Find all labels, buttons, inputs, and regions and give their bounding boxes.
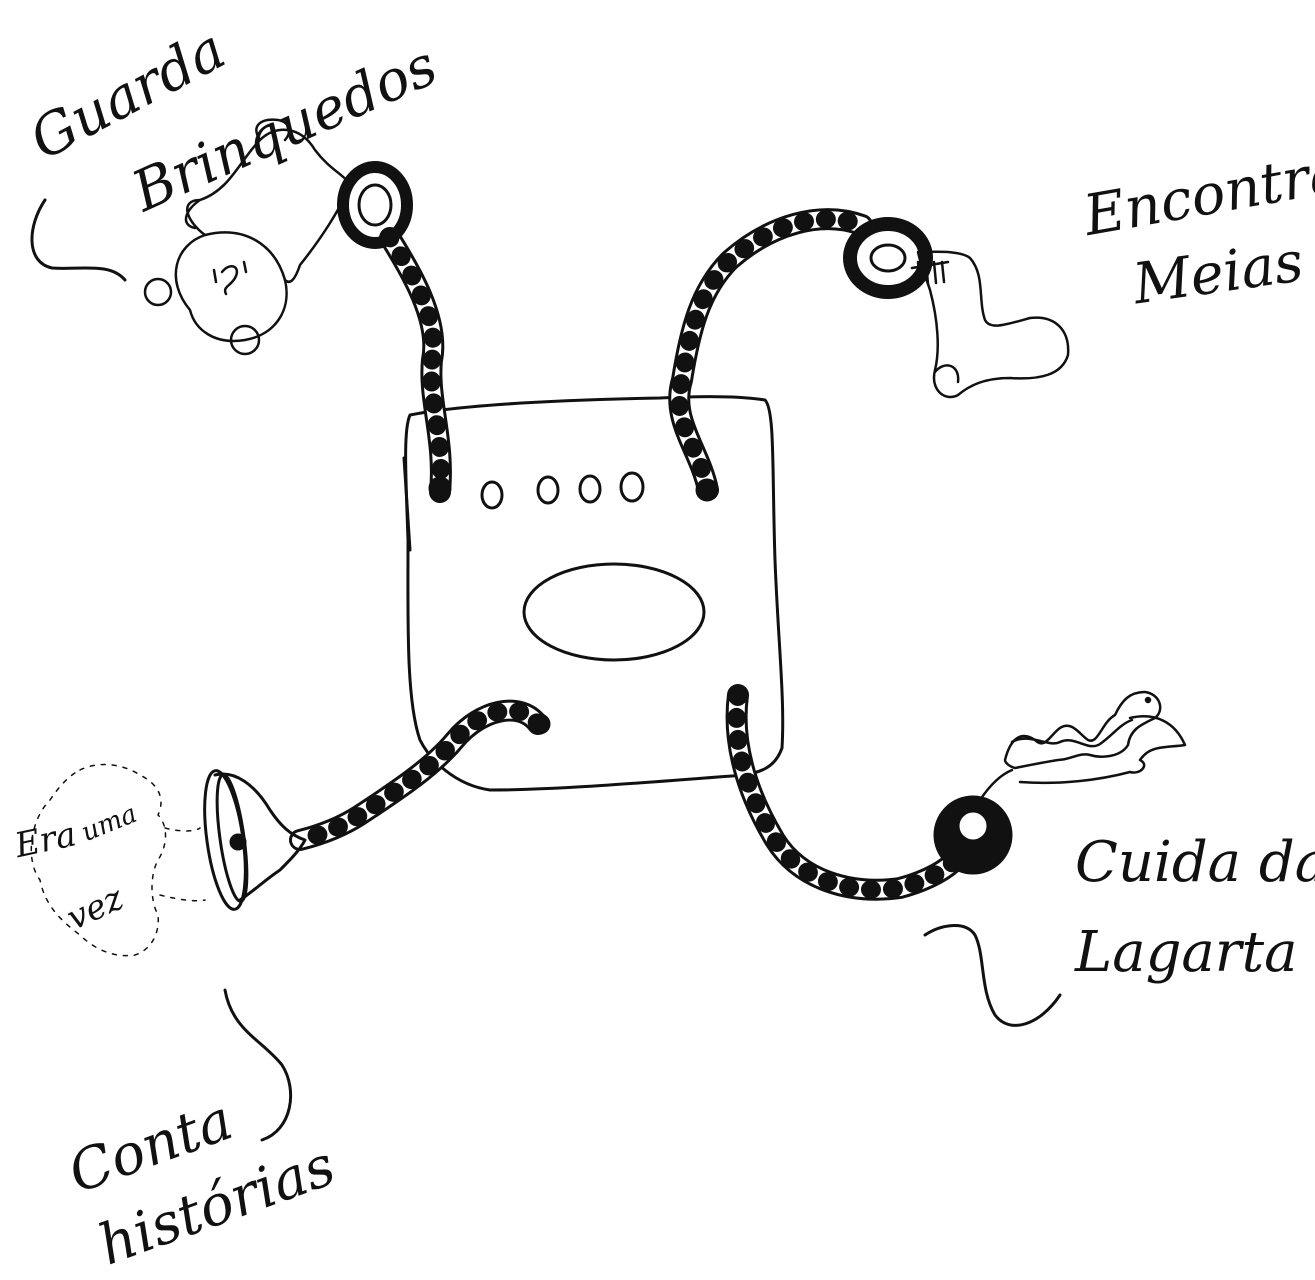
arm-top-left (379, 227, 452, 503)
gripper-top-left (337, 161, 413, 249)
arm-bottom-left (289, 699, 551, 851)
indicator-light-1 (480, 480, 504, 510)
arm-top-right (668, 208, 873, 502)
indicator-light-2 (536, 475, 560, 505)
indicator-light-4 (619, 471, 645, 503)
sock-icon (910, 250, 1070, 399)
teddy-bear-icon (143, 118, 352, 356)
leader-conta (223, 988, 293, 1142)
label-cuida-line1: Cuida da (1075, 830, 1315, 895)
arm-bottom-right (725, 684, 966, 901)
gripper-bottom-right (933, 795, 1013, 875)
leader-lines (30, 198, 1062, 1142)
megaphone-icon (203, 769, 307, 911)
leader-guarda (30, 198, 127, 282)
speech-bubble (30, 763, 206, 957)
robot-mouth (522, 562, 706, 662)
indicator-light-3 (578, 474, 602, 504)
caterpillar-icon (978, 690, 1187, 802)
robot-body (402, 395, 785, 792)
leader-cuida (923, 924, 1062, 1027)
label-cuida-line2: Lagarta (1075, 920, 1298, 985)
gripper-top-right (843, 217, 933, 299)
